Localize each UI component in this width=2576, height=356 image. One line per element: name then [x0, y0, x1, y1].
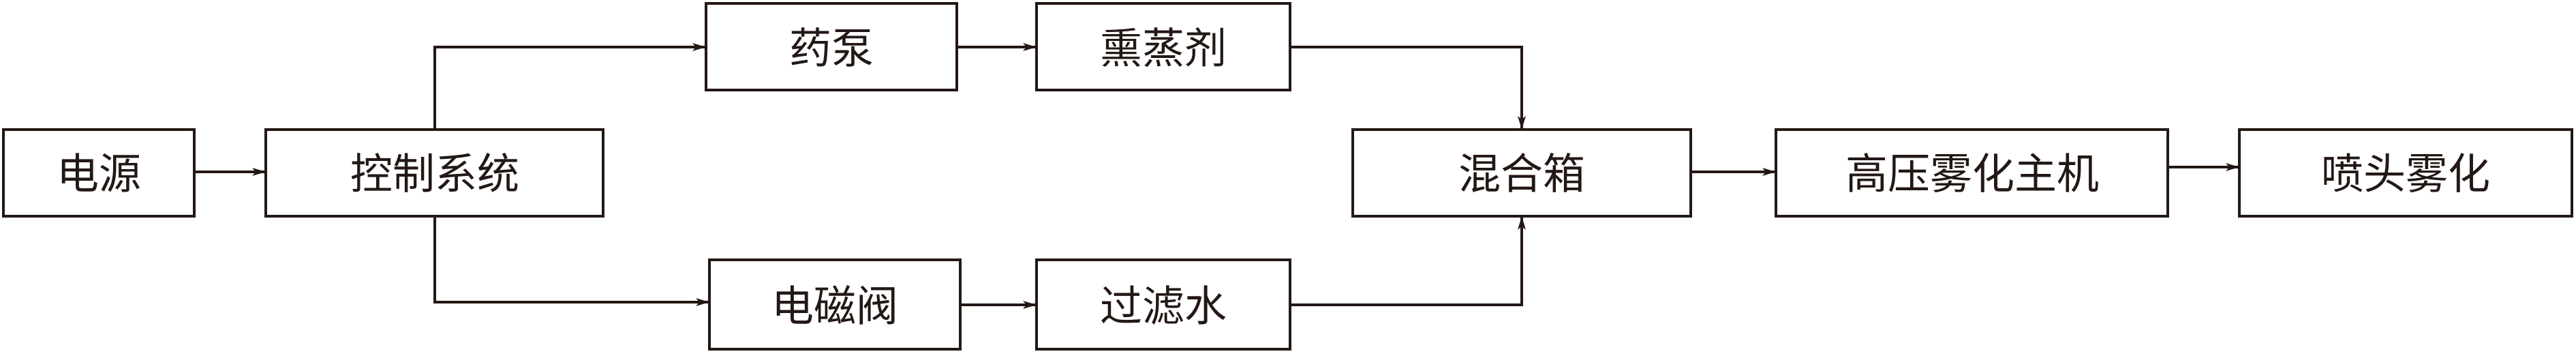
node-solenoid-valve-label: 电磁阀	[771, 282, 898, 331]
node-power-label: 电源	[57, 149, 141, 199]
edges	[194, 43, 2239, 309]
node-fumigant-label: 熏蒸剂	[1100, 24, 1227, 74]
node-mixing-tank: 混合箱	[1351, 128, 1692, 218]
node-atomizer-host-label: 高压雾化主机	[1845, 149, 2099, 199]
node-fumigant-box	[1035, 2, 1291, 91]
edge-filtered-water-to-mixing-tank	[1290, 216, 1526, 306]
node-solenoid-valve-box	[708, 258, 962, 351]
edge-control-system-to-solenoid-valve	[433, 216, 709, 306]
node-filtered-water-box	[1035, 258, 1291, 351]
node-medicine-pump-box	[705, 2, 958, 91]
node-mixing-tank-box	[1351, 128, 1692, 218]
node-filtered-water: 过滤水	[1035, 258, 1291, 351]
node-solenoid-valve: 电磁阀	[708, 258, 962, 351]
node-medicine-pump: 药泵	[705, 2, 958, 91]
node-power-box	[2, 128, 196, 218]
node-nozzle-atomization-box	[2238, 128, 2573, 218]
node-nozzle-atomization: 喷头雾化	[2238, 128, 2573, 218]
node-atomizer-host-box	[1775, 128, 2169, 218]
node-control-system-box	[264, 128, 604, 218]
node-nozzle-atomization-label: 喷头雾化	[2321, 149, 2490, 199]
node-medicine-pump-label: 药泵	[789, 24, 874, 74]
node-fumigant: 熏蒸剂	[1035, 2, 1291, 91]
edge-control-system-to-medicine-pump	[433, 43, 706, 130]
node-atomizer-host: 高压雾化主机	[1775, 128, 2169, 218]
node-control-system-label: 控制系统	[350, 149, 519, 199]
node-mixing-tank-label: 混合箱	[1458, 149, 1585, 199]
edge-fumigant-to-mixing-tank	[1290, 46, 1526, 130]
node-power: 电源	[2, 128, 196, 218]
node-control-system: 控制系统	[264, 128, 604, 218]
node-filtered-water-label: 过滤水	[1100, 282, 1227, 331]
